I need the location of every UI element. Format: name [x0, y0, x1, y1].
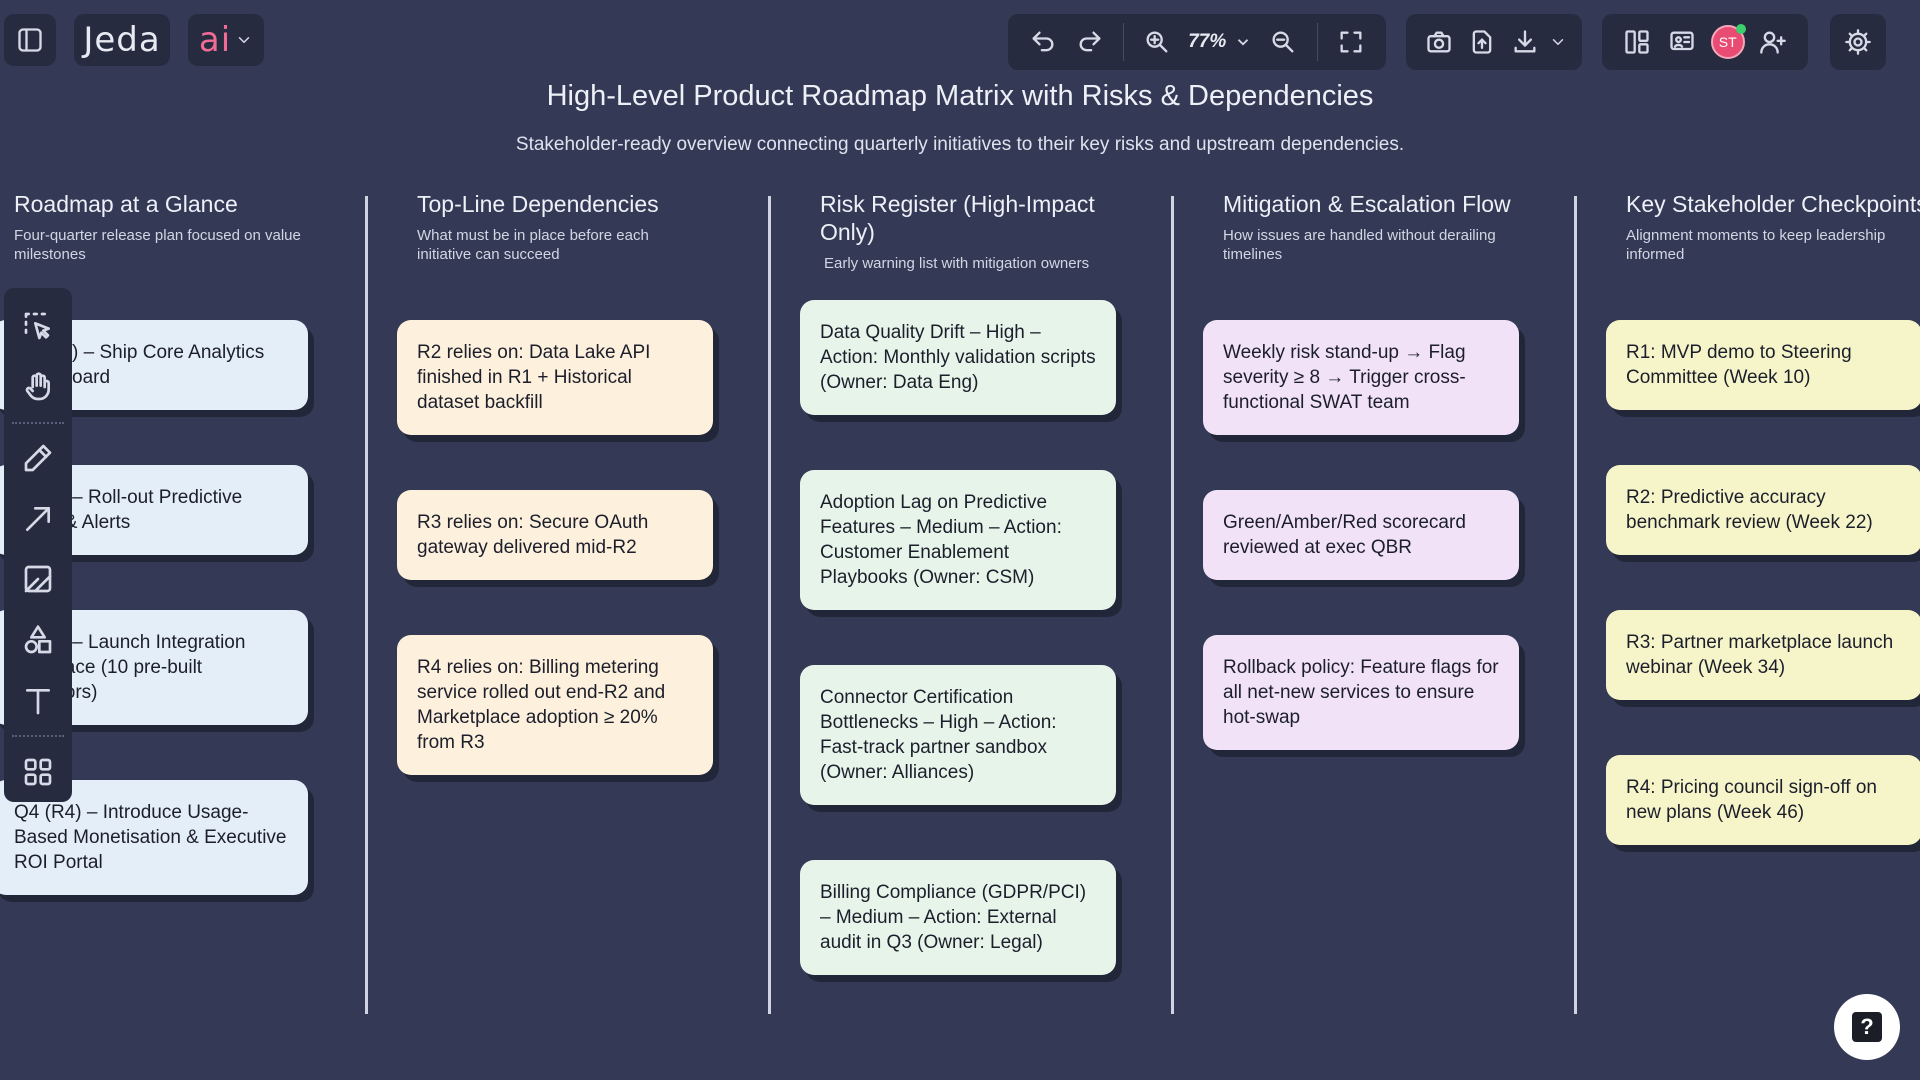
- chevron-down-icon: [235, 18, 253, 62]
- checkpoint-card-r1[interactable]: R1: MVP demo to Steering Committee (Week…: [1606, 320, 1920, 410]
- column-description: Alignment moments to keep leadership inf…: [1626, 227, 1886, 263]
- card-text: R4: Pricing council sign-off on new plan…: [1626, 777, 1877, 823]
- card-text: Green/Amber/Red scorecard reviewed at ex…: [1223, 512, 1466, 558]
- card-text: Connector Certification Bottlenecks – Hi…: [820, 687, 1057, 783]
- zoom-in-icon[interactable]: [1136, 20, 1178, 64]
- mitigation-card-scorecard[interactable]: Green/Amber/Red scorecard reviewed at ex…: [1203, 490, 1519, 580]
- collaboration-toolbar: ST: [1602, 14, 1808, 70]
- card-text: Billing Compliance (GDPR/PCI) – Medium –…: [820, 882, 1087, 953]
- column-title: Key Stakeholder Checkpoints: [1626, 191, 1920, 217]
- layout-icon[interactable]: [1616, 20, 1658, 64]
- card-text: R4 relies on: Billing metering service r…: [417, 657, 666, 753]
- hand-tool-icon[interactable]: [10, 360, 66, 415]
- card-text: 3) – Launch Integration place (10 pre-bu…: [50, 632, 246, 703]
- risk-card-data-quality[interactable]: Data Quality Drift – High – Action: Mont…: [800, 300, 1116, 415]
- checkpoint-card-r3[interactable]: R3: Partner marketplace launch webinar (…: [1606, 610, 1920, 700]
- column-divider: [768, 196, 771, 1014]
- card-text: Adoption Lag on Predictive Features – Me…: [820, 492, 1062, 588]
- zoom-level-dropdown[interactable]: 77%: [1182, 31, 1258, 53]
- card-text: 2) – Roll-out Predictive s & Alerts: [50, 487, 243, 533]
- chevron-down-icon: [1238, 39, 1249, 46]
- column-divider: [365, 196, 368, 1014]
- arrow-tool-icon[interactable]: [10, 491, 66, 546]
- column-mitigation-header: Mitigation & Escalation Flow How issues …: [1223, 190, 1563, 264]
- redo-icon[interactable]: [1068, 20, 1110, 64]
- drawing-toolbar: [4, 288, 72, 802]
- shapes-tool-icon[interactable]: [10, 613, 66, 668]
- checkpoint-card-r2[interactable]: R2: Predictive accuracy benchmark review…: [1606, 465, 1920, 555]
- card-text: R3 relies on: Secure OAuth gateway deliv…: [417, 512, 649, 558]
- checkpoint-card-r4[interactable]: R4: Pricing council sign-off on new plan…: [1606, 755, 1920, 845]
- undo-icon[interactable]: [1022, 20, 1064, 64]
- column-description: How issues are handled without derailing…: [1223, 227, 1496, 263]
- column-checkpoints-header: Key Stakeholder Checkpoints Alignment mo…: [1626, 190, 1920, 264]
- column-roadmap-header: Roadmap at a Glance Four-quarter release…: [14, 190, 354, 264]
- board-title: High-Level Product Roadmap Matrix with R…: [546, 80, 1374, 112]
- presentation-icon[interactable]: [1662, 20, 1704, 64]
- toolbar-divider: [12, 735, 64, 738]
- column-risk-header: Risk Register (High-Impact Only) Early w…: [820, 190, 1160, 273]
- column-description: Four-quarter release plan focused on val…: [14, 227, 301, 263]
- column-title: Top-Line Dependencies: [417, 191, 659, 217]
- share-icon[interactable]: [1463, 20, 1502, 64]
- risk-card-connector-certification[interactable]: Connector Certification Bottlenecks – Hi…: [800, 665, 1116, 805]
- brand-name: Jeda: [83, 20, 161, 60]
- column-title: Roadmap at a Glance: [14, 191, 238, 217]
- toolbar-divider: [1316, 23, 1318, 61]
- pen-tool-icon[interactable]: [10, 431, 66, 486]
- help-button[interactable]: ?: [1834, 994, 1900, 1060]
- settings-button[interactable]: [1830, 14, 1886, 70]
- column-title: Risk Register (High-Impact Only): [820, 191, 1095, 245]
- card-text: Data Quality Drift – High – Action: Mont…: [820, 322, 1096, 393]
- risk-card-adoption-lag[interactable]: Adoption Lag on Predictive Features – Me…: [800, 470, 1116, 610]
- dependency-card-r2[interactable]: R2 relies on: Data Lake API finished in …: [397, 320, 713, 435]
- add-user-icon[interactable]: [1753, 20, 1795, 64]
- toolbar-divider: [12, 421, 64, 424]
- toolbar-divider: [1122, 23, 1124, 61]
- zoom-out-icon[interactable]: [1262, 20, 1304, 64]
- avatar: ST: [1710, 24, 1746, 59]
- online-status-dot: [1735, 24, 1746, 34]
- sidebar-toggle-button[interactable]: [4, 14, 56, 66]
- select-tool-icon[interactable]: [10, 299, 66, 354]
- column-dependencies-header: Top-Line Dependencies What must be in pl…: [417, 190, 757, 264]
- text-tool-icon[interactable]: [10, 674, 66, 729]
- risk-card-billing-compliance[interactable]: Billing Compliance (GDPR/PCI) – Medium –…: [800, 860, 1116, 975]
- gear-icon: [1836, 20, 1880, 64]
- image-tool-icon[interactable]: [10, 552, 66, 607]
- history-zoom-toolbar: 77%: [1008, 14, 1386, 70]
- board-subtitle: Stakeholder-ready overview connecting qu…: [515, 134, 1405, 155]
- user-avatar[interactable]: ST: [1707, 20, 1749, 64]
- column-divider: [1171, 196, 1174, 1014]
- sidebar-toggle-icon: [8, 18, 52, 62]
- mitigation-card-risk-standup[interactable]: Weekly risk stand-up → Flag severity ≥ 8…: [1203, 320, 1519, 435]
- mitigation-card-rollback-policy[interactable]: Rollback policy: Feature flags for all n…: [1203, 635, 1519, 750]
- card-text: R2 relies on: Data Lake API finished in …: [417, 342, 651, 413]
- apps-icon[interactable]: [10, 744, 66, 799]
- column-title: Mitigation & Escalation Flow: [1223, 191, 1511, 217]
- card-text: R3: Partner marketplace launch webinar (…: [1626, 632, 1894, 678]
- avatar-initials: ST: [1718, 34, 1737, 50]
- zoom-level-value: 77%: [1188, 31, 1227, 52]
- column-divider: [1574, 196, 1577, 1014]
- brand-logo[interactable]: Jeda: [74, 14, 170, 66]
- camera-icon[interactable]: [1420, 20, 1459, 64]
- chevron-down-icon[interactable]: [1549, 20, 1568, 64]
- dependency-card-r3[interactable]: R3 relies on: Secure OAuth gateway deliv…: [397, 490, 713, 580]
- export-toolbar: [1406, 14, 1582, 70]
- ai-label: ai: [198, 20, 232, 60]
- download-icon[interactable]: [1506, 20, 1545, 64]
- dependency-card-r4[interactable]: R4 relies on: Billing metering service r…: [397, 635, 713, 775]
- card-text: Weekly risk stand-up → Flag severity ≥ 8…: [1223, 342, 1466, 413]
- card-text: R1: MVP demo to Steering Committee (Week…: [1626, 342, 1852, 388]
- column-description: What must be in place before each initia…: [417, 227, 649, 263]
- card-text: Rollback policy: Feature flags for all n…: [1223, 657, 1499, 728]
- card-text: R2: Predictive accuracy benchmark review…: [1626, 487, 1873, 533]
- ai-menu-button[interactable]: ai: [188, 14, 264, 66]
- fullscreen-icon[interactable]: [1330, 20, 1372, 64]
- card-text: Q4 (R4) – Introduce Usage-Based Monetisa…: [14, 802, 287, 873]
- card-text: ) – Ship Core Analytics oard: [72, 342, 265, 388]
- help-icon: ?: [1852, 1012, 1882, 1042]
- column-description: Early warning list with mitigation owner…: [824, 255, 1090, 272]
